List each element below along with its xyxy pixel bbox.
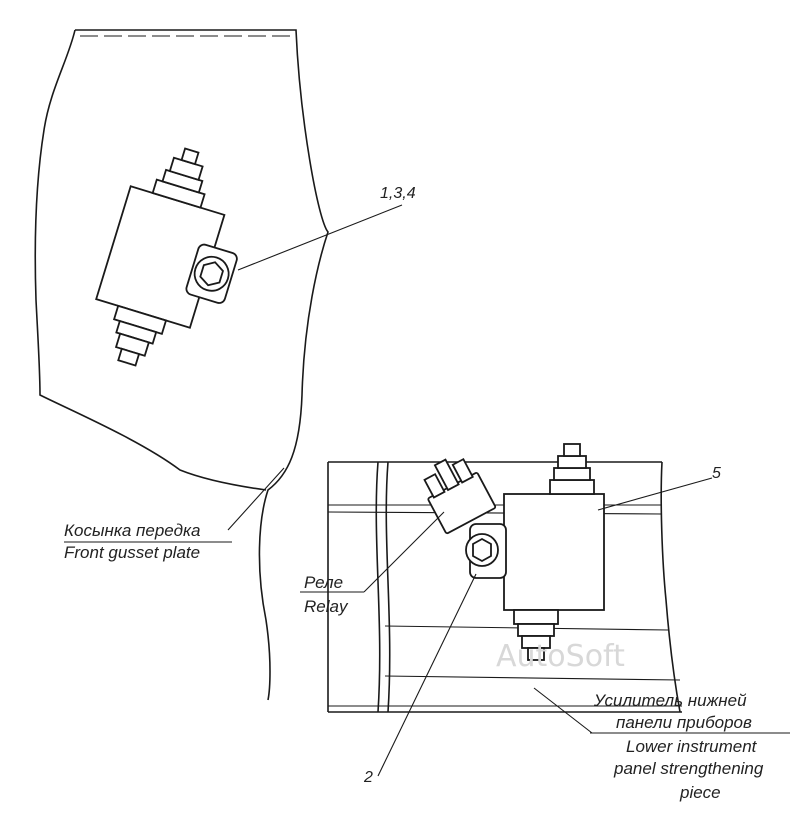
relay-label-en: Relay bbox=[304, 597, 349, 616]
leader-lines bbox=[64, 204, 790, 777]
panel-label-en-2: panel strengthening bbox=[613, 759, 764, 778]
callout-1-3-4: 1,3,4 bbox=[380, 185, 416, 202]
callout-2: 2 bbox=[363, 769, 373, 786]
lower-relay-assembly bbox=[423, 443, 605, 661]
panel-label-en-3: piece bbox=[679, 783, 721, 802]
panel-label-ru-2: панели приборов bbox=[616, 713, 752, 732]
callout-5: 5 bbox=[712, 465, 721, 482]
panel-label-ru-1: Усилитель нижней bbox=[593, 691, 747, 710]
front-gusset-plate bbox=[34, 29, 329, 701]
small-relay bbox=[423, 457, 497, 535]
panel-label-en-1: Lower instrument bbox=[626, 737, 758, 756]
gusset-label-ru: Косынка передка bbox=[64, 521, 200, 540]
gusset-label-en: Front gusset plate bbox=[64, 543, 200, 562]
upper-relay-assembly bbox=[95, 147, 238, 367]
watermark: AutoSoft bbox=[496, 639, 625, 674]
relay-label-ru: Реле bbox=[304, 573, 343, 592]
